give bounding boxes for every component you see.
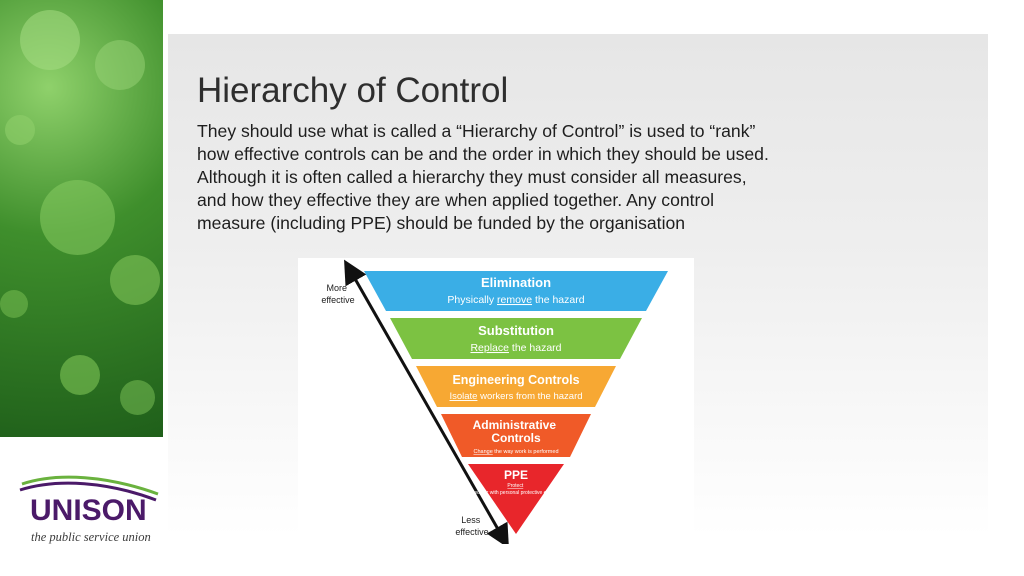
- level-subtitle: Change the way work is performed: [474, 449, 559, 455]
- level-elimination: [364, 271, 668, 311]
- virus-icon: [60, 355, 100, 395]
- virus-icon: [95, 40, 145, 90]
- level-subtitle: Isolate workers from the hazard: [449, 391, 582, 402]
- level-title: Elimination: [481, 275, 551, 290]
- level-administrative-controls: [441, 414, 591, 457]
- slide-body-text: They should use what is called a “Hierar…: [197, 120, 837, 235]
- virus-icon: [0, 290, 28, 318]
- body-line: and how they effective they are when app…: [197, 190, 715, 210]
- level-substitution: [390, 318, 642, 359]
- more-effective-label: More effective: [321, 283, 354, 305]
- level-title: PPE: [504, 468, 528, 482]
- level-engineering-controls: [416, 366, 616, 407]
- hierarchy-diagram: More effective Less effective Eliminatio…: [298, 258, 694, 544]
- slide-title: Hierarchy of Control: [197, 71, 509, 110]
- virus-icon: [40, 180, 115, 255]
- virus-icon: [5, 115, 35, 145]
- level-title: Engineering Controls: [452, 373, 579, 387]
- level-title: Substitution: [478, 323, 554, 338]
- logo-tagline: the public service union: [31, 530, 151, 544]
- body-line: They should use what is called a “Hierar…: [197, 121, 756, 141]
- body-line: how effective controls can be and the or…: [197, 144, 769, 164]
- effectiveness-arrow: [344, 259, 509, 544]
- level-subtitle: Replace the hazard: [470, 342, 561, 354]
- virus-icon: [20, 10, 80, 70]
- logo-wordmark: UNISON: [30, 494, 147, 527]
- level-subtitle: Protect the worker with personal protect…: [465, 483, 568, 496]
- level-ppe: [468, 464, 564, 534]
- level-title: Administrative Controls: [473, 418, 560, 445]
- body-line: measure (including PPE) should be funded…: [197, 213, 686, 233]
- virus-icon: [110, 255, 160, 305]
- virus-background-image: [0, 0, 163, 437]
- level-subtitle: Physically remove the hazard: [447, 294, 584, 306]
- less-effective-label: Less effective: [455, 515, 488, 537]
- body-line: Although it is often called a hierarchy …: [197, 167, 747, 187]
- unison-logo: UNISON the public service union: [18, 472, 168, 552]
- logo-swoosh-icon: [19, 475, 159, 502]
- virus-icon: [120, 380, 155, 415]
